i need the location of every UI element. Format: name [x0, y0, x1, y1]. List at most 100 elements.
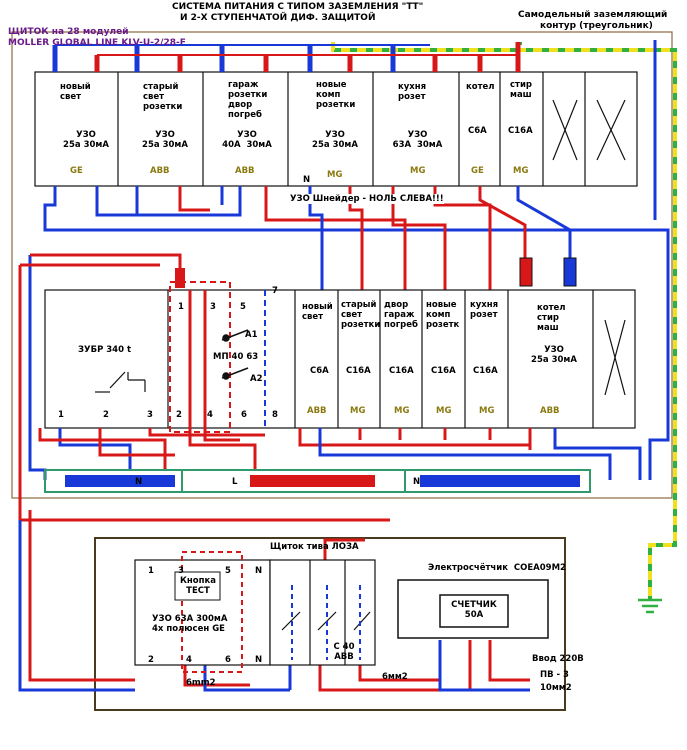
mp-pin-3: 3: [210, 302, 216, 312]
mid-module-2-name: старый свет розетки: [341, 300, 381, 330]
lower-rcd-pin-3: 3: [178, 566, 184, 576]
mid-module-5-rating: С16А: [473, 366, 498, 376]
ground-symbol: [638, 598, 662, 614]
mid-module-1-rating: С6А: [310, 366, 329, 376]
top-module-5-brand: MG: [410, 166, 426, 176]
mid-module-1-brand: ABB: [307, 406, 327, 416]
top-module-6-rating: С6А: [468, 126, 487, 136]
top-module-4-rating: УЗО 25а 30мА: [312, 130, 358, 150]
mid-module-3-rating: С16А: [389, 366, 414, 376]
mid-module-6-name: котел стир маш: [537, 303, 566, 333]
mp-pin-6: 6: [241, 410, 247, 420]
top-module-1-name: новый свет: [60, 82, 91, 102]
top-module-1-brand: GE: [70, 166, 83, 176]
lower-enclosure: [94, 537, 566, 711]
lower-rcd-pin-n-top: N: [255, 566, 263, 576]
lower-breaker: [269, 559, 376, 666]
lower-panel-title: Щиток тива ЛОЗА: [270, 542, 359, 552]
top-module-3-rating: УЗО 40А 30мА: [222, 130, 272, 150]
top-module-6-name: котел: [466, 82, 495, 92]
lower-rcd-pin-n-bottom: N: [255, 655, 263, 665]
n-bus-left: [65, 475, 175, 487]
lower-rcd-pin-1: 1: [148, 566, 154, 576]
middle-rail: [44, 289, 636, 429]
schneider-note: УЗО Шнейдер - НОЛЬ СЛЕВА!!!: [290, 194, 444, 204]
panel-label-line2: MOLLER GLOBAL LINE KLV-U-2/28-F: [8, 38, 186, 48]
lower-rcd-pin-2: 2: [148, 655, 154, 665]
wire-left-label: 6mm2: [186, 678, 216, 688]
mp-pin-8: 8: [272, 410, 278, 420]
top-module-4-name: новые комп розетки: [316, 80, 356, 110]
wire-right-label: 6мм2: [382, 672, 408, 682]
mid-module-5-brand: MG: [479, 406, 495, 416]
n-bus-right: [420, 475, 580, 487]
top-module-2-rating: УЗО 25а 30мА: [142, 130, 188, 150]
top-module-2-brand: ABB: [150, 166, 170, 176]
upper-enclosure: [11, 31, 673, 499]
cable-label-1: ПВ - 3: [540, 670, 569, 680]
mid-module-2-brand: MG: [350, 406, 366, 416]
top-module-3-name: гараж розетки двор погреб: [228, 80, 268, 120]
lower-wires: [18, 510, 530, 692]
meter-title: Электросчётчик СОЕА09М2: [428, 563, 566, 573]
relay-pin-2: 2: [103, 410, 109, 420]
mp-pin-5: 5: [240, 302, 246, 312]
diagram-title-line1: СИСТЕМА ПИТАНИЯ С ТИПОМ ЗАЗЕМЛЕНИЯ "ТТ": [172, 2, 424, 12]
top-outputs: [43, 40, 670, 480]
lower-rcd-pin-6: 6: [225, 655, 231, 665]
mid-module-6-rating: УЗО 25а 30мА: [531, 345, 577, 365]
mp-pin-2: 2: [176, 410, 182, 420]
bus-n-right-label: N: [413, 477, 421, 487]
lower-breaker-label: С 40 ABB: [333, 642, 355, 662]
bus-frame: [44, 469, 591, 493]
top-module-7-brand: MG: [513, 166, 529, 176]
mid-module-6-brand: ABB: [540, 406, 560, 416]
bus-l-label: L: [232, 477, 238, 487]
panel-label-line1: ЩИТОК на 28 модулей: [8, 27, 129, 37]
lower-rcd-pin-4: 4: [186, 655, 192, 665]
mid-module-4-name: новые комп розетк: [426, 300, 460, 330]
meter-label: СЧЕТЧИК 50А: [451, 600, 497, 620]
mid-module-3-brand: MG: [394, 406, 410, 416]
mid-module-3-name: двор гараж погреб: [384, 300, 418, 330]
top-module-5-name: кухня розет: [398, 82, 427, 102]
top-module-4-brand: MG: [327, 170, 343, 180]
input-label: Ввод 220В: [532, 654, 584, 664]
diagram-title-line2: И 2-Х СТУПЕНЧАТОЙ ДИФ. ЗАЩИТОЙ: [180, 13, 376, 23]
top-module-1-rating: УЗО 25а 30мА: [63, 130, 109, 150]
mid-module-1-name: новый свет: [302, 302, 333, 322]
mp-a2: А2: [250, 374, 263, 384]
mp-name: МП 40 63: [213, 352, 259, 362]
mp-pin-4: 4: [207, 410, 213, 420]
mp-pin-7: 7: [272, 286, 278, 296]
meter-inner: [439, 594, 509, 628]
relay-name: ЗУБР 340 t: [78, 345, 132, 355]
mid-module-4-rating: С16А: [431, 366, 456, 376]
top-rail: [34, 71, 638, 187]
top-module-3-brand: ABB: [235, 166, 255, 176]
relay-pin-3: 3: [147, 410, 153, 420]
l-bus: [250, 475, 375, 487]
mp-pin-1: 1: [178, 302, 184, 312]
top-module-7-rating: С16А: [508, 126, 533, 136]
relay-pin-1: 1: [58, 410, 64, 420]
mid-module-4-brand: MG: [436, 406, 452, 416]
lower-rcd-rating: УЗО 63А 300мА 4х полюсен GE: [152, 614, 228, 634]
mp-a1: А1: [245, 330, 258, 340]
top-module-6-brand: GE: [471, 166, 484, 176]
mid-module-5-name: кухня розет: [470, 300, 499, 320]
test-button: Кнопка ТЕСТ: [179, 576, 217, 596]
ground-label-line2: контур (треугольник): [540, 21, 653, 31]
top-n-mark: N: [303, 175, 311, 185]
mid-module-2-rating: С16А: [346, 366, 371, 376]
ground-label-line1: Самодельный заземляющий: [518, 10, 668, 20]
top-module-7-name: стир маш: [510, 80, 533, 100]
top-module-5-rating: УЗО 63А 30мА: [392, 130, 443, 150]
bus-n-left-label: N: [135, 477, 143, 487]
top-terminals: [52, 42, 521, 72]
cable-label-2: 10мм2: [540, 683, 572, 693]
top-module-2-name: старый свет розетки: [143, 82, 183, 112]
lower-rcd-pin-5: 5: [225, 566, 231, 576]
